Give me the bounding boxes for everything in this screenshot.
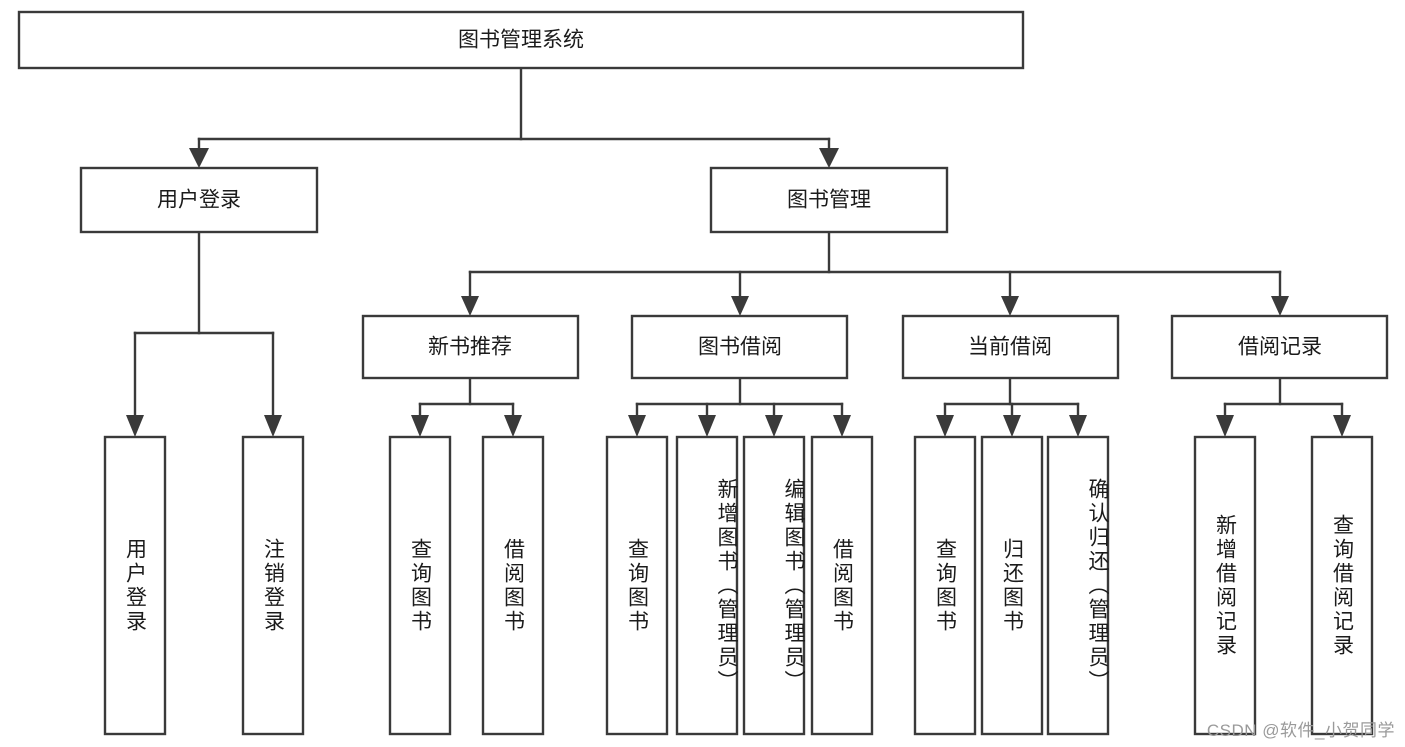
arrow-head-icon	[1003, 415, 1021, 437]
node-label: 新书推荐	[428, 336, 512, 359]
arrow-head-icon	[1333, 415, 1351, 437]
arrow-head-icon	[189, 148, 209, 168]
arrow-head-icon	[936, 415, 954, 437]
node-box[interactable]	[17, 10, 1025, 70]
arrow-head-icon	[411, 415, 429, 437]
connector-user-login-to-leaves	[126, 230, 282, 437]
node-box[interactable]	[901, 314, 1120, 380]
node-borrow-record[interactable]: 借阅记录	[1170, 314, 1389, 380]
node-box-leaf-borrow-book-1[interactable]	[481, 435, 545, 736]
node-book-borrow[interactable]: 图书借阅	[630, 314, 849, 380]
arrow-head-icon	[1271, 296, 1289, 316]
arrow-head-icon	[1001, 296, 1019, 316]
node-box-leaf-confirm-return[interactable]	[1046, 435, 1110, 736]
node-box-leaf-query-book-2[interactable]	[605, 435, 669, 736]
node-box-leaf-query-book-3[interactable]	[913, 435, 977, 736]
arrow-head-icon	[819, 148, 839, 168]
arrow-head-icon	[628, 415, 646, 437]
arrow-head-icon	[765, 415, 783, 437]
node-box[interactable]	[709, 166, 949, 234]
node-box[interactable]	[630, 314, 849, 380]
node-label: 图书管理系统	[458, 29, 584, 52]
arrow-head-icon	[1069, 415, 1087, 437]
node-label: 图书借阅	[698, 336, 782, 359]
node-box-leaf-add-record[interactable]	[1193, 435, 1257, 736]
node-box-leaf-query-record[interactable]	[1310, 435, 1374, 736]
watermark-text: CSDN @软件_小贺同学	[1206, 721, 1395, 740]
arrow-head-icon	[1216, 415, 1234, 437]
node-root[interactable]: 图书管理系统	[17, 10, 1025, 70]
node-box-leaf-add-book[interactable]	[675, 435, 739, 736]
connector-current-borrow-to-leaves	[936, 376, 1087, 437]
node-box[interactable]	[79, 166, 319, 234]
node-box-leaf-logout[interactable]	[241, 435, 305, 736]
connector-new-book-recommend-to-leaves	[411, 376, 522, 437]
arrow-head-icon	[504, 415, 522, 437]
node-label: 借阅记录	[1238, 336, 1322, 359]
node-label: 用户登录	[157, 189, 241, 212]
node-label: 图书管理	[787, 189, 871, 212]
node-box-leaf-borrow-book-2[interactable]	[810, 435, 874, 736]
node-label: 当前借阅	[968, 336, 1052, 359]
arrow-head-icon	[698, 415, 716, 437]
node-box[interactable]	[1170, 314, 1389, 380]
node-current-borrow[interactable]: 当前借阅	[901, 314, 1120, 380]
node-box[interactable]	[361, 314, 580, 380]
connector-book-manage-to-level3	[461, 230, 1289, 316]
node-box-leaf-edit-book[interactable]	[742, 435, 806, 736]
node-book-manage[interactable]: 图书管理	[709, 166, 949, 234]
connector-root-to-level2	[189, 66, 839, 168]
connector-book-borrow-to-leaves	[628, 376, 851, 437]
arrow-head-icon	[461, 296, 479, 316]
leaf-boxes	[103, 435, 1374, 736]
arrow-head-icon	[264, 415, 282, 437]
arrow-head-icon	[126, 415, 144, 437]
node-box-leaf-return-book[interactable]	[980, 435, 1044, 736]
connector-borrow-record-to-leaves	[1216, 376, 1351, 437]
arrow-head-icon	[833, 415, 851, 437]
node-user-login[interactable]: 用户登录	[79, 166, 319, 234]
node-new-book-recommend[interactable]: 新书推荐	[361, 314, 580, 380]
arrow-head-icon	[731, 296, 749, 316]
node-box-leaf-query-book-1[interactable]	[388, 435, 452, 736]
node-box-leaf-user-login[interactable]	[103, 435, 167, 736]
